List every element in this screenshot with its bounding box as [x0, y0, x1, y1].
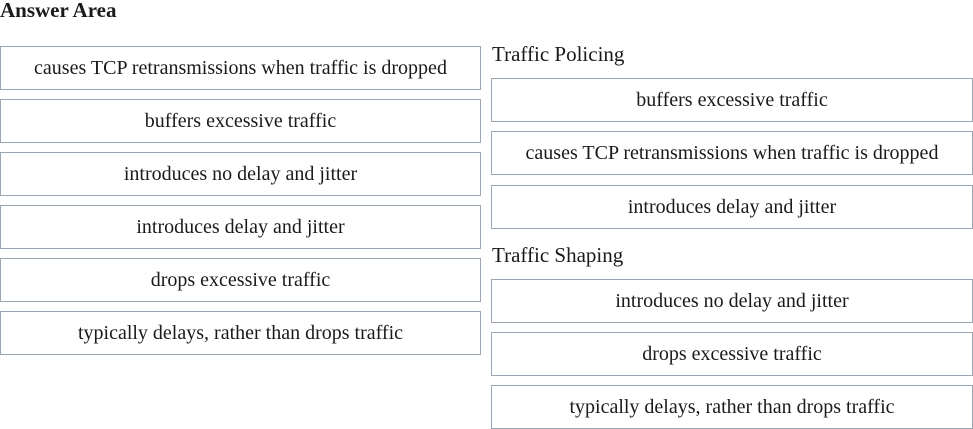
source-item-6[interactable]: typically delays, rather than drops traf… [0, 311, 481, 355]
source-item-2[interactable]: buffers excessive traffic [0, 99, 481, 143]
policing-slot-3[interactable]: introduces delay and jitter [491, 185, 973, 229]
shaping-slot-1[interactable]: introduces no delay and jitter [491, 279, 973, 323]
policing-slot-2[interactable]: causes TCP retransmissions when traffic … [491, 131, 973, 175]
source-item-5[interactable]: drops excessive traffic [0, 258, 481, 302]
source-item-3[interactable]: introduces no delay and jitter [0, 152, 481, 196]
shaping-slot-2[interactable]: drops excessive traffic [491, 332, 973, 376]
source-item-1[interactable]: causes TCP retransmissions when traffic … [0, 46, 481, 90]
traffic-shaping-label: Traffic Shaping [492, 243, 624, 267]
answer-area-title: Answer Area [0, 0, 117, 22]
source-item-4[interactable]: introduces delay and jitter [0, 205, 481, 249]
policing-slot-1[interactable]: buffers excessive traffic [491, 78, 973, 122]
traffic-policing-label: Traffic Policing [492, 42, 625, 66]
shaping-slot-3[interactable]: typically delays, rather than drops traf… [491, 385, 973, 429]
